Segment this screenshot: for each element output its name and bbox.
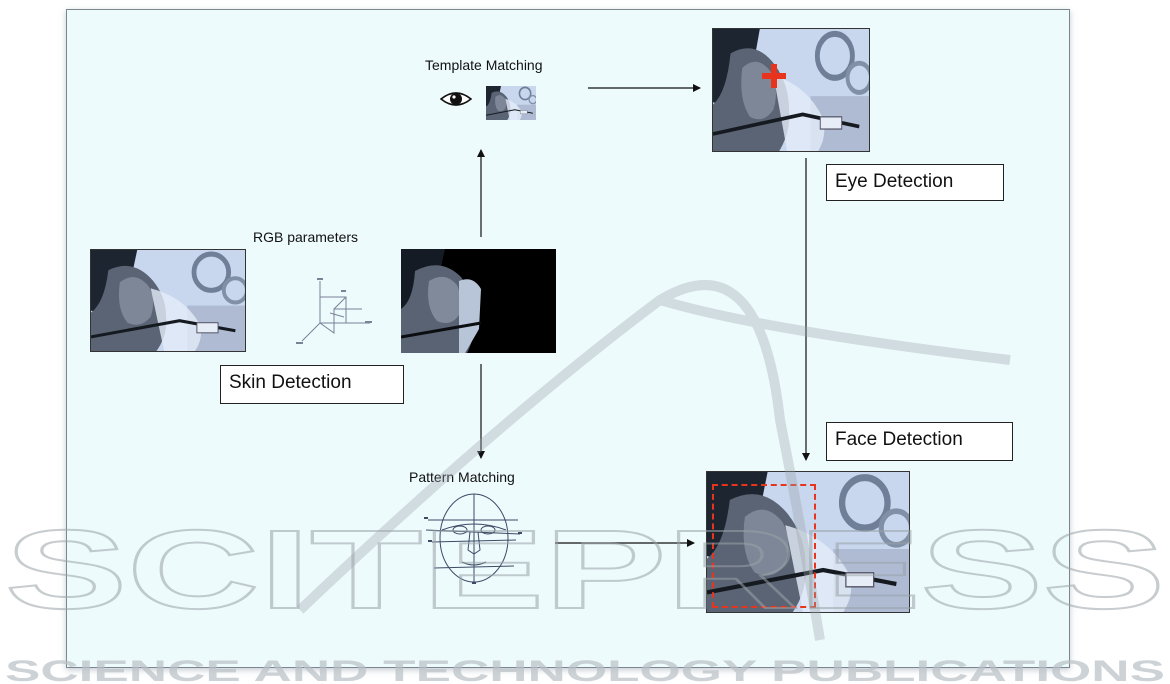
- face-pattern-icon: [422, 490, 524, 586]
- pattern-matching-label: Pattern Matching: [409, 469, 515, 485]
- skin-mask-photo: [401, 249, 556, 353]
- eye-detection-photo: [712, 28, 870, 152]
- face-bounding-box: [712, 484, 816, 608]
- skin-detection-box: Skin Detection: [220, 365, 404, 404]
- eye-icon: [440, 89, 472, 109]
- face-detection-photo: [706, 471, 910, 613]
- eye-template-thumbnail: [486, 86, 536, 120]
- rgb-parameters-label: RGB parameters: [253, 229, 359, 245]
- rgb-axes-icon: [292, 275, 374, 350]
- template-matching-label: Template Matching: [425, 57, 543, 73]
- eye-detection-box: Eye Detection: [826, 164, 1004, 201]
- face-detection-box: Face Detection: [826, 422, 1013, 461]
- source-face-photo: [90, 249, 246, 352]
- crosshair-icon: [762, 64, 786, 88]
